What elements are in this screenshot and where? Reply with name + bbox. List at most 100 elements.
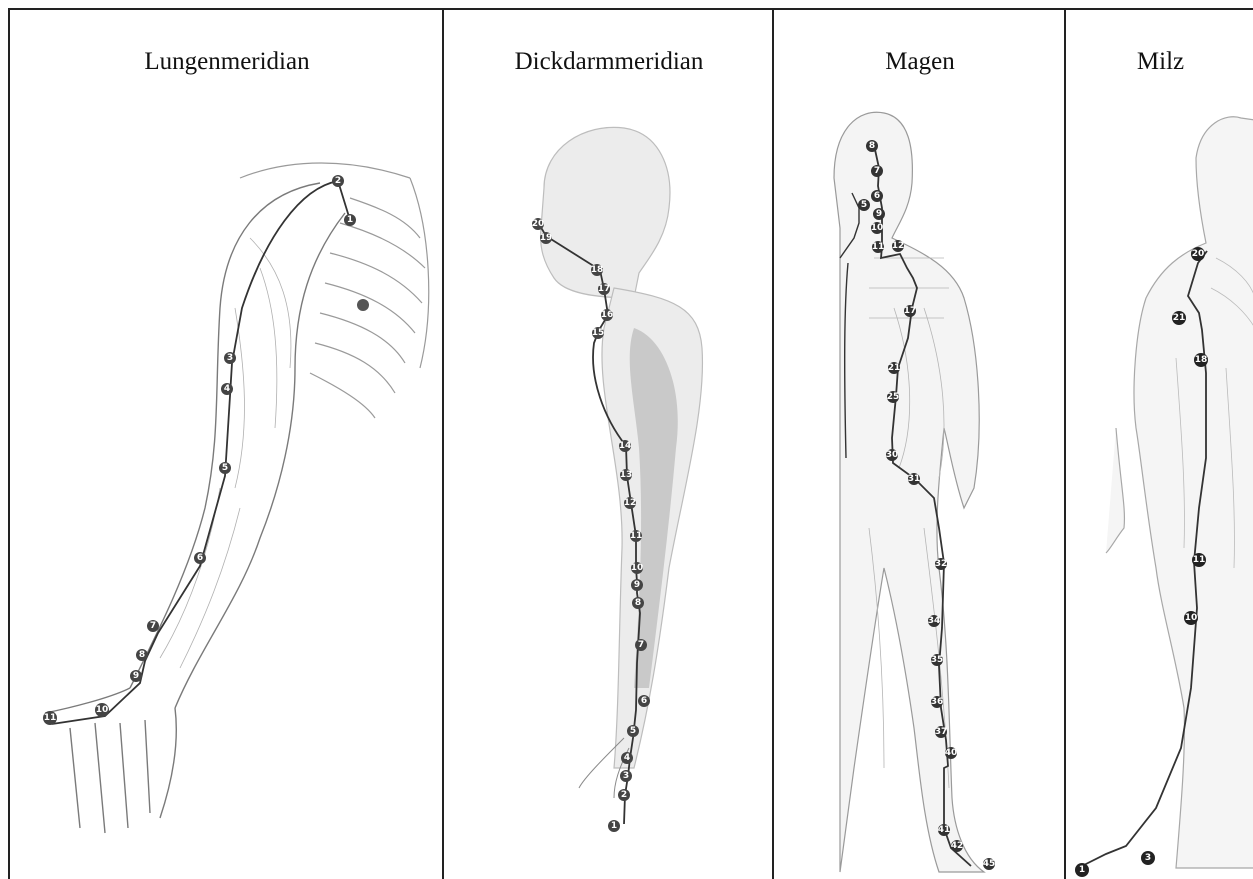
svg-text:17: 17 bbox=[598, 284, 611, 294]
svg-text:11: 11 bbox=[630, 531, 643, 541]
point-8: 8 bbox=[866, 140, 878, 152]
marker-dot bbox=[357, 299, 369, 311]
svg-text:10: 10 bbox=[631, 563, 644, 573]
body-outline bbox=[834, 112, 984, 872]
point-2: 2 bbox=[332, 175, 344, 187]
point-25: 25 bbox=[887, 391, 900, 403]
svg-text:2: 2 bbox=[621, 790, 627, 800]
svg-text:42: 42 bbox=[951, 841, 964, 851]
svg-text:7: 7 bbox=[874, 166, 880, 176]
svg-text:37: 37 bbox=[935, 727, 948, 737]
point-18: 18 bbox=[1194, 353, 1208, 367]
svg-text:17: 17 bbox=[904, 306, 917, 316]
svg-text:9: 9 bbox=[634, 580, 640, 590]
point-11: 11 bbox=[1192, 553, 1206, 567]
point-21: 21 bbox=[1172, 311, 1186, 325]
stomach-meridian-illustration: 5 6 7 8 9 10 11 12 17 21 25 30 31 32 34 … bbox=[774, 8, 1066, 879]
point-1: 1 bbox=[1075, 863, 1089, 877]
spleen-meridian-illustration: 1 3 10 11 18 20 21 bbox=[1066, 8, 1253, 879]
svg-text:11: 11 bbox=[44, 713, 57, 723]
svg-text:1: 1 bbox=[1079, 865, 1085, 875]
panel-magen: Magen 5 6 7 8 9 10 bbox=[772, 8, 1066, 879]
point-45: 45 bbox=[983, 858, 996, 870]
svg-text:25: 25 bbox=[887, 392, 900, 402]
svg-text:41: 41 bbox=[938, 825, 951, 835]
svg-text:5: 5 bbox=[222, 463, 228, 473]
point-18: 18 bbox=[591, 264, 604, 276]
svg-text:16: 16 bbox=[601, 310, 614, 320]
point-4: 4 bbox=[221, 383, 233, 395]
svg-text:2: 2 bbox=[335, 176, 341, 186]
svg-text:10: 10 bbox=[1185, 613, 1198, 623]
svg-text:7: 7 bbox=[638, 640, 644, 650]
point-6: 6 bbox=[638, 695, 650, 707]
point-1: 1 bbox=[608, 820, 620, 832]
svg-text:19: 19 bbox=[540, 233, 553, 243]
svg-text:34: 34 bbox=[928, 616, 941, 626]
meridian-line bbox=[52, 181, 350, 724]
point-17: 17 bbox=[904, 305, 917, 317]
point-13: 13 bbox=[620, 469, 633, 481]
svg-text:36: 36 bbox=[931, 697, 944, 707]
svg-text:8: 8 bbox=[635, 598, 641, 608]
svg-text:3: 3 bbox=[1145, 853, 1151, 863]
svg-text:4: 4 bbox=[624, 753, 630, 763]
point-32: 32 bbox=[935, 558, 948, 570]
point-5: 5 bbox=[219, 462, 231, 474]
panel-dickdarmmeridian: Dickdarmmeridian 1 2 3 4 5 6 7 8 bbox=[442, 8, 774, 879]
svg-text:20: 20 bbox=[1192, 249, 1205, 259]
svg-text:40: 40 bbox=[945, 748, 958, 758]
point-17: 17 bbox=[598, 283, 611, 295]
point-10: 10 bbox=[631, 562, 644, 574]
svg-text:10: 10 bbox=[871, 223, 884, 233]
point-20: 20 bbox=[532, 218, 545, 230]
svg-text:6: 6 bbox=[874, 191, 880, 201]
point-11: 11 bbox=[43, 711, 57, 725]
svg-text:4: 4 bbox=[224, 384, 230, 394]
point-12: 12 bbox=[892, 240, 905, 252]
point-9: 9 bbox=[873, 208, 885, 220]
svg-text:14: 14 bbox=[619, 441, 632, 451]
point-34: 34 bbox=[928, 615, 941, 627]
svg-text:15: 15 bbox=[592, 328, 605, 338]
ribcage-sketch bbox=[240, 163, 429, 418]
point-7: 7 bbox=[635, 639, 647, 651]
svg-text:7: 7 bbox=[150, 621, 156, 631]
point-10: 10 bbox=[871, 222, 884, 234]
panel-lungenmeridian: Lungenmeridian bbox=[8, 8, 444, 879]
svg-text:1: 1 bbox=[347, 215, 353, 225]
svg-text:31: 31 bbox=[908, 474, 921, 484]
point-7: 7 bbox=[871, 165, 883, 177]
svg-text:9: 9 bbox=[133, 671, 139, 681]
svg-text:45: 45 bbox=[983, 859, 996, 869]
point-20: 20 bbox=[1191, 247, 1205, 261]
svg-text:12: 12 bbox=[892, 241, 905, 251]
svg-text:11: 11 bbox=[872, 242, 885, 252]
point-11: 11 bbox=[630, 530, 643, 542]
body-outline bbox=[1106, 117, 1253, 868]
svg-text:6: 6 bbox=[197, 553, 203, 563]
large-intestine-meridian-illustration: 1 2 3 4 5 6 7 8 9 10 11 12 13 14 15 16 1… bbox=[444, 8, 774, 879]
svg-text:3: 3 bbox=[227, 353, 233, 363]
point-3: 3 bbox=[1141, 851, 1155, 865]
svg-text:6: 6 bbox=[641, 696, 647, 706]
svg-text:21: 21 bbox=[1173, 313, 1186, 323]
arm-outline bbox=[45, 183, 345, 833]
point-5: 5 bbox=[627, 725, 639, 737]
muscle-hatching bbox=[160, 238, 291, 668]
point-40: 40 bbox=[945, 747, 958, 759]
point-5: 5 bbox=[858, 199, 870, 211]
point-19: 19 bbox=[540, 232, 553, 244]
svg-text:8: 8 bbox=[869, 141, 875, 151]
point-10: 10 bbox=[1184, 611, 1198, 625]
point-30: 30 bbox=[886, 449, 899, 461]
point-11: 11 bbox=[872, 241, 885, 253]
meridian-points: 1 2 3 4 5 6 7 8 9 10 11 bbox=[43, 175, 356, 725]
point-16: 16 bbox=[601, 309, 614, 321]
point-42: 42 bbox=[951, 840, 964, 852]
svg-text:20: 20 bbox=[532, 219, 545, 229]
point-7: 7 bbox=[147, 620, 159, 632]
svg-text:18: 18 bbox=[1195, 355, 1208, 365]
point-14: 14 bbox=[619, 440, 632, 452]
